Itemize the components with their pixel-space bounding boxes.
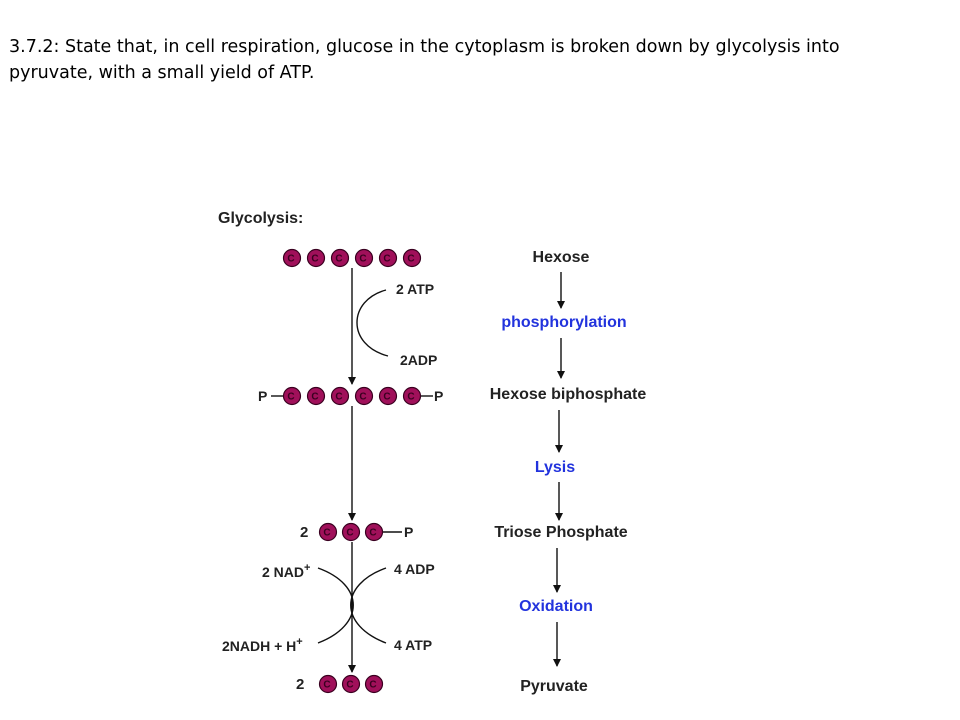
adp-atp-curve [350,567,387,644]
stage-pyruvate: Pyruvate [520,678,588,695]
label-2-nad-text: 2 NAD [262,564,304,580]
multiplier-pyruvate: 2 [296,676,304,693]
diagram-heading: Glycolysis: [218,210,303,227]
label-2-adp: 2ADP [400,352,437,368]
nad-nadh-curve [317,567,354,644]
label-4-atp: 4 ATP [394,637,432,653]
label-2-nadh-text: 2NADH + H [222,638,296,654]
phosphate-left: P [258,388,267,404]
label-2-nad: 2 NAD+ [262,562,310,580]
phosphate-triose: P [404,524,413,540]
stage-phosphorylation: phosphorylation [501,314,626,331]
atp-adp-curve [356,289,389,357]
stage-hexose: Hexose [533,249,590,266]
label-2-nadh-plus: + [296,636,302,648]
hexose-biphosphate-molecule: P P [258,386,443,406]
glucose-molecule [282,248,422,268]
stage-oxidation: Oxidation [519,598,593,615]
multiplier-triose: 2 [300,524,308,541]
stage-lysis: Lysis [535,459,575,476]
slide-title: 3.7.2: State that, in cell respiration, … [9,37,840,83]
label-2-nadh: 2NADH + H+ [222,636,303,654]
stage-triose-phosphate: Triose Phosphate [494,524,627,541]
stage-hexose-biphosphate: Hexose biphosphate [490,386,647,403]
label-4-adp: 4 ADP [394,561,435,577]
label-2-nad-plus: + [304,562,310,574]
label-2-atp: 2 ATP [396,281,434,297]
triose-phosphate-molecule: 2 P [300,522,413,542]
phosphate-right: P [434,388,443,404]
pyruvate-molecule: 2 [296,674,384,694]
